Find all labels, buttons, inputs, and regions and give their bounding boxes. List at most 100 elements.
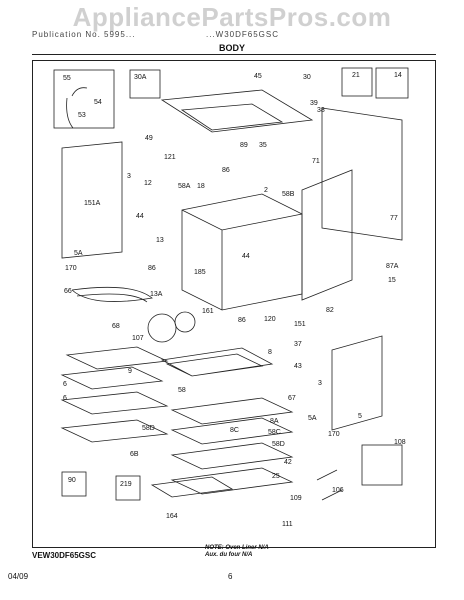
callout-68: 68 (112, 323, 120, 330)
callout-161: 161 (202, 308, 214, 315)
callout-8c: 8C (230, 427, 239, 434)
exploded-parts-diagram: 55 54 53 30A 45 30 39 21 14 38 89 35 71 … (53, 67, 409, 528)
callout-86: 86 (222, 167, 230, 174)
header-rule (32, 54, 436, 55)
footer-date: 04/09 (8, 572, 29, 581)
liner-note-line2: Aux. du four N/A (205, 552, 253, 558)
callout-58d2: 58D (272, 441, 285, 448)
callout-18: 18 (197, 183, 205, 190)
callout-8: 8 (268, 349, 272, 356)
drawer-assembly (170, 397, 294, 495)
callout-82: 82 (326, 307, 334, 314)
callout-89: 89 (240, 142, 248, 149)
callout-58c: 58C (268, 429, 281, 436)
callout-55: 55 (63, 75, 71, 82)
callout-43: 43 (294, 363, 302, 370)
callout-3: 3 (127, 173, 131, 180)
storage-drawer-164 (150, 476, 234, 498)
callout-58: 58 (178, 387, 186, 394)
inset-box-14 (375, 67, 409, 99)
callout-71: 71 (312, 158, 320, 165)
callout-108: 108 (394, 439, 406, 446)
callout-49: 49 (145, 135, 153, 142)
motor-108 (361, 444, 403, 486)
model-number: VEW30DF65GSC (32, 551, 97, 560)
side-frame (301, 169, 353, 301)
side-panel-left (61, 141, 123, 259)
broiler-pan (160, 347, 274, 377)
liner-note-line1: NOTE: Oven Liner N/A (205, 545, 269, 551)
watermark: AppliancePartsPros.com (72, 2, 392, 32)
callout-38: 38 (317, 107, 325, 114)
callout-44: 44 (136, 213, 144, 220)
callout-13a: 13A (150, 291, 163, 298)
fan-107 (147, 313, 177, 343)
callout-3b: 3 (318, 380, 322, 387)
callout-30a: 30A (134, 74, 147, 81)
callout-58d: 58D (142, 425, 155, 432)
inset-box-55 (53, 69, 115, 129)
callout-107: 107 (132, 335, 144, 342)
callout-58a: 58A (178, 183, 191, 190)
callout-87a: 87A (386, 263, 399, 270)
callout-86c: 86 (238, 317, 246, 324)
callout-35: 35 (259, 142, 267, 149)
callout-15: 15 (388, 277, 396, 284)
callout-111: 111 (282, 521, 293, 528)
callout-6b2: 6B (130, 451, 139, 458)
callout-151: 151 (294, 321, 306, 328)
inset-box-30a (129, 69, 161, 99)
callout-170: 170 (65, 265, 77, 272)
oven-door (331, 335, 383, 431)
callout-53: 53 (78, 112, 86, 119)
top-panel (160, 89, 314, 133)
inset-box-90 (61, 471, 87, 497)
callout-2: 2 (264, 187, 268, 194)
callout-25: 25 (272, 473, 280, 480)
callout-21: 21 (352, 72, 360, 79)
callout-106: 106 (332, 487, 344, 494)
callout-39: 39 (310, 100, 318, 107)
callout-151a: 151A (84, 200, 101, 207)
fan-161 (174, 311, 196, 333)
motor-bracket (316, 469, 343, 501)
callout-30: 30 (303, 74, 311, 81)
callout-164: 164 (166, 513, 178, 520)
callout-121: 121 (164, 154, 176, 161)
callout-12: 12 (144, 180, 152, 187)
callout-120: 120 (264, 316, 276, 323)
publication-number: Publication No. 5995... (32, 30, 136, 39)
callout-44b: 44 (242, 253, 250, 260)
callout-66: 66 (64, 288, 72, 295)
callout-6b: 6 (63, 395, 67, 402)
callout-45: 45 (254, 73, 262, 80)
callout-219: 219 (120, 481, 132, 488)
callout-8a: 8A (270, 418, 279, 425)
inset-box-21 (341, 67, 373, 97)
callout-5a: 5A (74, 250, 83, 257)
oven-racks (60, 346, 169, 443)
callout-109: 109 (290, 495, 302, 502)
model-reference: ...W30DF65GSC (206, 30, 280, 39)
wire-part (66, 87, 88, 129)
callout-185: 185 (194, 269, 206, 276)
inset-box-219 (115, 475, 141, 501)
callout-58b: 58B (282, 191, 295, 198)
callout-13: 13 (156, 237, 164, 244)
callout-77: 77 (390, 215, 398, 222)
callout-170b: 170 (328, 431, 340, 438)
callout-86b: 86 (148, 265, 156, 272)
callout-5a2: 5A (308, 415, 317, 422)
callout-67: 67 (288, 395, 296, 402)
back-panel (321, 107, 403, 241)
footer-page-number: 6 (228, 572, 233, 581)
liner-note: NOTE: Oven Liner N/A Aux. du four N/A (205, 545, 269, 559)
callout-5: 5 (358, 413, 362, 420)
diagram-frame (32, 60, 436, 548)
callout-42: 42 (284, 459, 292, 466)
callout-90: 90 (68, 477, 76, 484)
callout-37: 37 (294, 341, 302, 348)
callout-14: 14 (394, 72, 402, 79)
callout-6: 6 (63, 381, 67, 388)
callout-9: 9 (128, 368, 132, 375)
